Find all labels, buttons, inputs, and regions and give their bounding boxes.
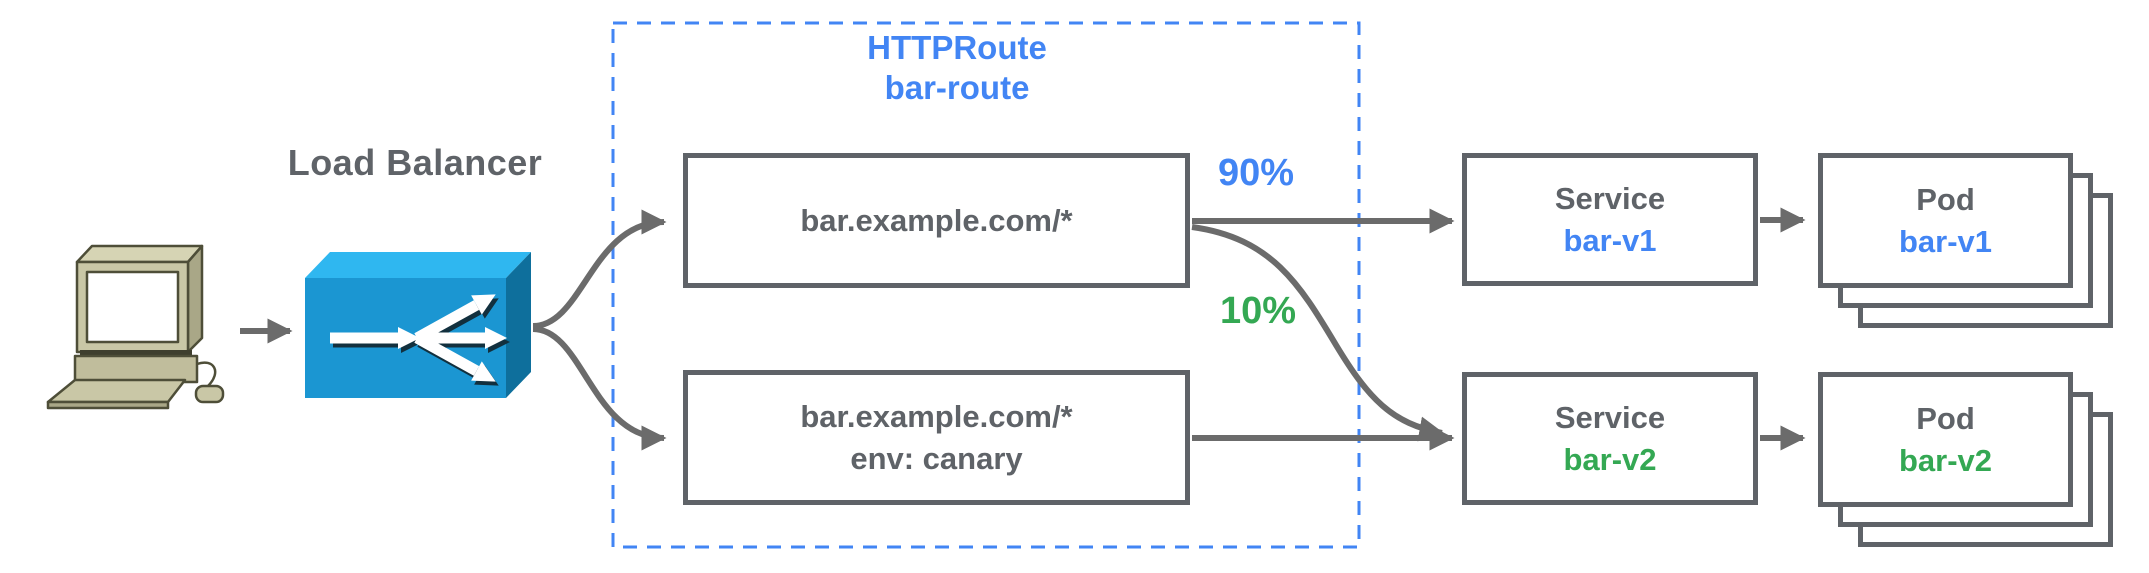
connector-arrows bbox=[240, 207, 1806, 451]
load-balancer-label: Load Balancer bbox=[287, 142, 543, 183]
httproute-boundary bbox=[611, 21, 1361, 549]
arrow-route1-to-service2-canary bbox=[1191, 224, 1445, 442]
httproute-title: HTTPRoute bar-route bbox=[762, 28, 1152, 108]
route-rule-2-header-match: env: canary bbox=[850, 440, 1023, 476]
httproute-name: bar-route bbox=[884, 69, 1030, 106]
httproute-kind: HTTPRoute bbox=[867, 29, 1047, 66]
route-rule-1: bar.example.com/* bbox=[683, 153, 1190, 288]
service-bar-v1-name: bar-v1 bbox=[1563, 222, 1657, 258]
arrow-lb-to-route1 bbox=[532, 209, 667, 329]
route-rule-1-host: bar.example.com/* bbox=[800, 202, 1073, 238]
pod-bar-v2-kind: Pod bbox=[1916, 400, 1975, 436]
service-bar-v2-kind: Service bbox=[1554, 399, 1666, 435]
service-bar-v1-kind: Service bbox=[1554, 180, 1666, 216]
load-balancer-box-icon bbox=[305, 252, 531, 398]
route-rule-2-host: bar.example.com/* bbox=[800, 398, 1073, 434]
pod-bar-v2-name: bar-v2 bbox=[1898, 442, 1993, 478]
computer-icon bbox=[46, 244, 225, 410]
arrow-lb-to-route2 bbox=[532, 326, 667, 451]
pod-bar-v1-name: bar-v1 bbox=[1898, 223, 1993, 259]
pod-bar-v2: Pod bar-v2 bbox=[1818, 372, 2073, 507]
pod-stack-bar-v1: Pod bar-v1 bbox=[1818, 153, 2113, 328]
route-rule-2: bar.example.com/* env: canary bbox=[683, 370, 1190, 505]
service-bar-v1: Service bar-v1 bbox=[1462, 153, 1758, 286]
pod-bar-v1-kind: Pod bbox=[1916, 181, 1975, 217]
pod-bar-v1: Pod bar-v1 bbox=[1818, 153, 2073, 288]
weight-label-90: 90% bbox=[1217, 152, 1295, 194]
service-bar-v2: Service bar-v2 bbox=[1462, 372, 1758, 505]
pod-stack-bar-v2: Pod bar-v2 bbox=[1818, 372, 2113, 547]
service-bar-v2-name: bar-v2 bbox=[1563, 441, 1657, 477]
weight-label-10: 10% bbox=[1219, 290, 1297, 332]
